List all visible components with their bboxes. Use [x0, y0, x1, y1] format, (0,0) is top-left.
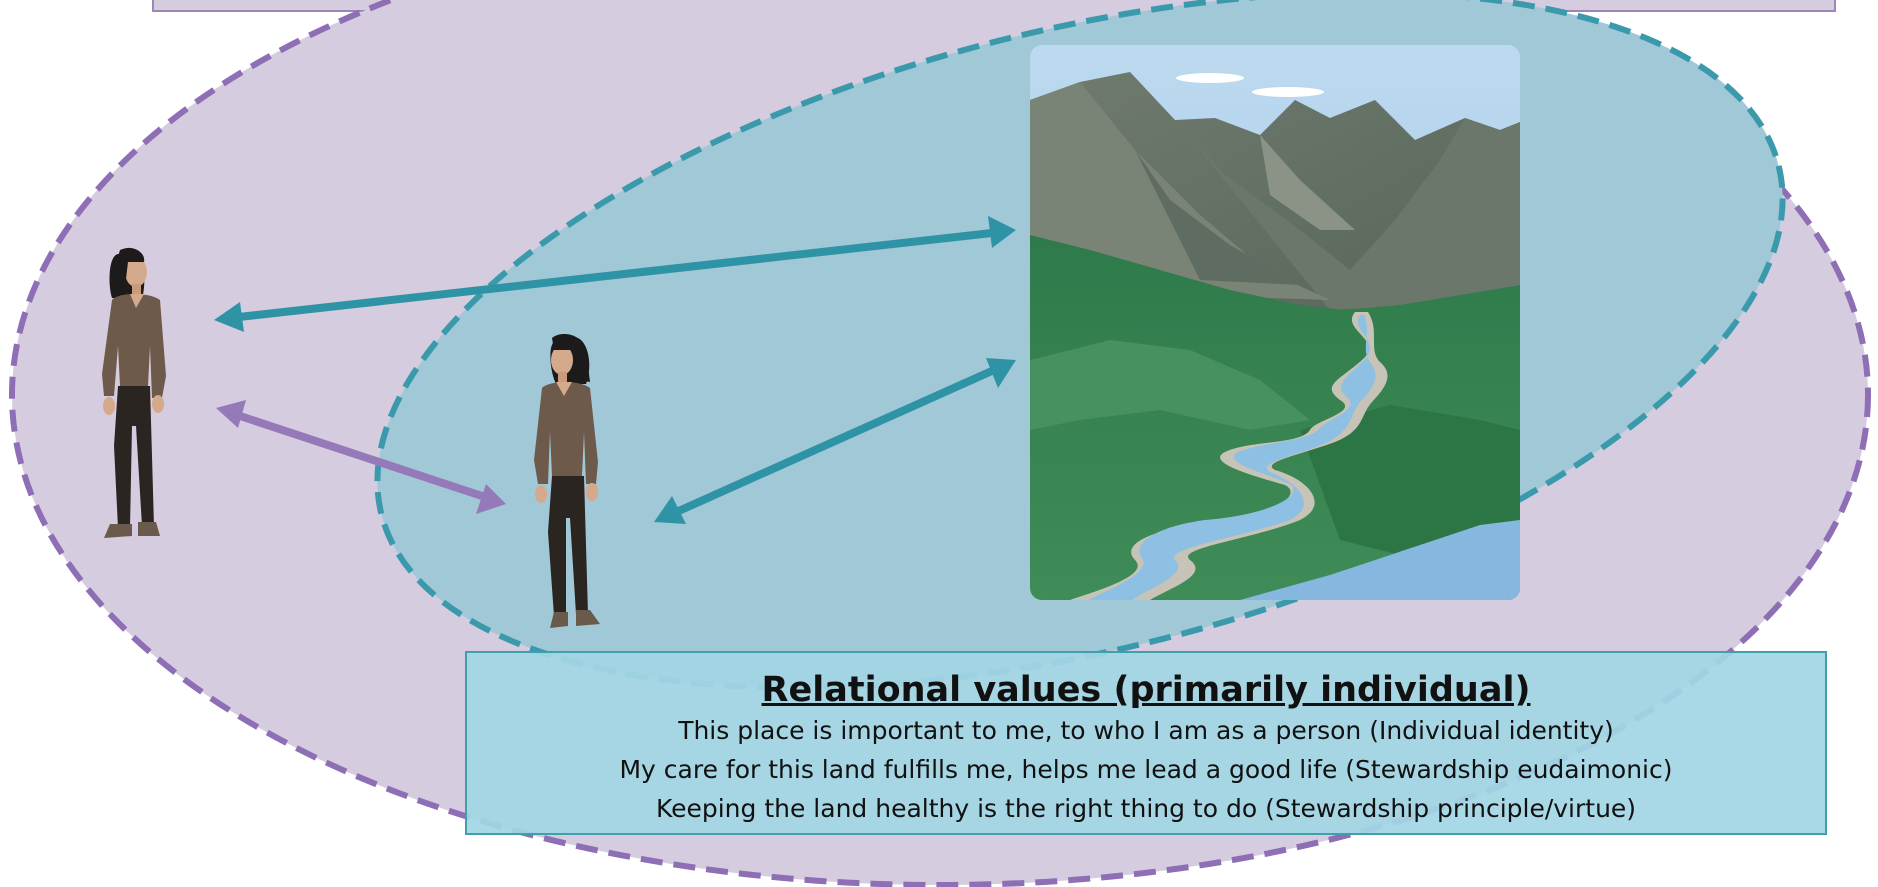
arrowhead-landscape-lower	[986, 358, 1016, 388]
arrowhead-left-person	[214, 302, 244, 332]
arrow-middle-person-landscape	[670, 366, 996, 518]
relational-values-box: Relational values (primarily individual)…	[465, 651, 1827, 835]
arrowhead-landscape-top	[988, 216, 1016, 248]
label-line-virtue: Keeping the land healthy is the right th…	[655, 794, 1637, 823]
arrowhead-middle-person	[476, 484, 506, 514]
arrow-left-person-middle-person	[232, 410, 490, 502]
arrowhead-middle-person-right	[654, 496, 686, 524]
woman-standing-icon	[102, 247, 166, 538]
arrows	[214, 216, 1016, 524]
woman-standing-icon	[534, 334, 600, 628]
label-line-eudaimonic: My care for this land fulfills me, helps…	[619, 755, 1673, 784]
landscape-image	[1030, 45, 1520, 600]
arrowhead-left-person-lower	[216, 400, 246, 428]
relational-values-title: Relational values (primarily individual)	[761, 670, 1531, 710]
arrow-left-person-landscape	[229, 229, 993, 322]
label-line-identity: This place is important to me, to who I …	[678, 716, 1614, 745]
